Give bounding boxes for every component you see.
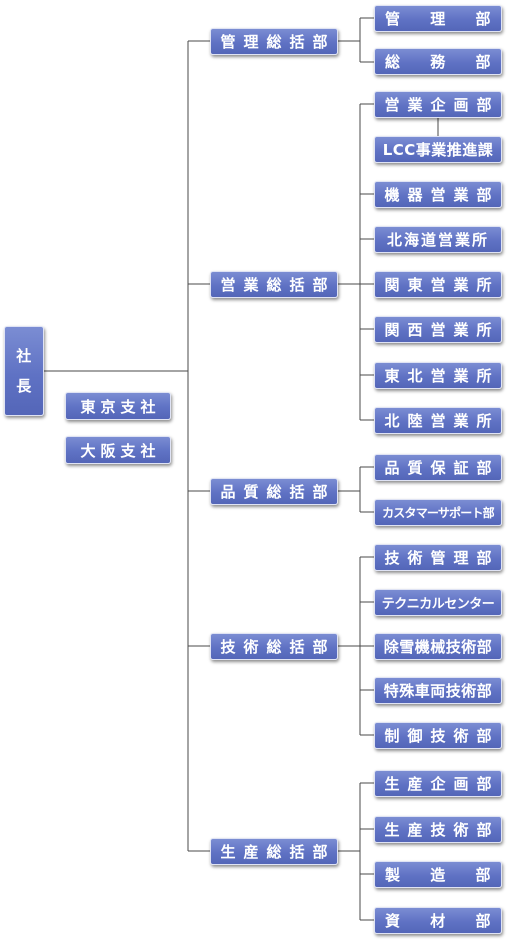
division-eigyo[interactable]: 営業総括部	[210, 271, 338, 298]
dept-somu-bu[interactable]: 総 務 部	[374, 48, 502, 75]
dept-seisan-gijutsu[interactable]: 生産技術部	[374, 816, 502, 843]
dept-josetsu[interactable]: 除雪機械技術部	[374, 633, 502, 660]
dept-lcc[interactable]: LCC事業推進課	[374, 136, 502, 163]
dept-hokkaido[interactable]: 北海道営業所	[374, 226, 502, 253]
dept-kanto[interactable]: 関東営業所	[374, 271, 502, 298]
dept-kanri-bu[interactable]: 管 理 部	[374, 5, 502, 32]
branch-tokyo[interactable]: 東京支社	[65, 392, 171, 420]
dept-kanri-bu-char-1: 管	[385, 10, 401, 28]
dept-kiki-eigyo[interactable]: 機器営業部	[374, 181, 502, 208]
dept-shizai-char-3: 部	[475, 912, 491, 930]
dept-shizai-char-2: 材	[430, 912, 446, 930]
dept-hinshitsu-hosho[interactable]: 品質保証部	[374, 454, 502, 481]
dept-seizo-char-2: 造	[430, 866, 446, 884]
dept-shizai-char-1: 資	[385, 912, 401, 930]
dept-tohoku[interactable]: 東北営業所	[374, 362, 502, 389]
dept-technical-center[interactable]: テクニカルセンター	[374, 589, 502, 616]
president-box[interactable]: 社 長	[4, 326, 44, 416]
dept-somu-bu-char-3: 部	[475, 53, 491, 71]
dept-shizai[interactable]: 資 材 部	[374, 907, 502, 934]
dept-seizo[interactable]: 製 造 部	[374, 861, 502, 888]
dept-somu-bu-char-2: 務	[430, 53, 446, 71]
dept-kanri-bu-char-2: 理	[430, 10, 446, 28]
dept-eigyo-kikaku[interactable]: 営業企画部	[374, 91, 502, 118]
division-gijutsu[interactable]: 技術総括部	[210, 633, 338, 660]
dept-seizo-char-1: 製	[385, 866, 401, 884]
dept-somu-bu-char-1: 総	[385, 53, 401, 71]
dept-kanri-bu-char-3: 部	[475, 10, 491, 28]
branch-osaka[interactable]: 大阪支社	[65, 436, 171, 464]
division-hinshitsu[interactable]: 品質総括部	[210, 478, 338, 505]
dept-seigyo[interactable]: 制御技術部	[374, 722, 502, 749]
dept-gijutsu-kanri[interactable]: 技術管理部	[374, 544, 502, 571]
division-seisan[interactable]: 生産総括部	[210, 838, 338, 865]
dept-hokuriku[interactable]: 北陸営業所	[374, 407, 502, 434]
division-kanri[interactable]: 管理総括部	[210, 28, 338, 55]
president-char-1: 社	[16, 347, 32, 365]
dept-customer-support[interactable]: カスタマーサポート部	[374, 499, 502, 526]
president-char-2: 長	[16, 377, 32, 395]
dept-kansai[interactable]: 関西営業所	[374, 316, 502, 343]
dept-seisan-kikaku[interactable]: 生産企画部	[374, 770, 502, 797]
dept-seizo-char-3: 部	[475, 866, 491, 884]
dept-tokushu[interactable]: 特殊車両技術部	[374, 677, 502, 704]
